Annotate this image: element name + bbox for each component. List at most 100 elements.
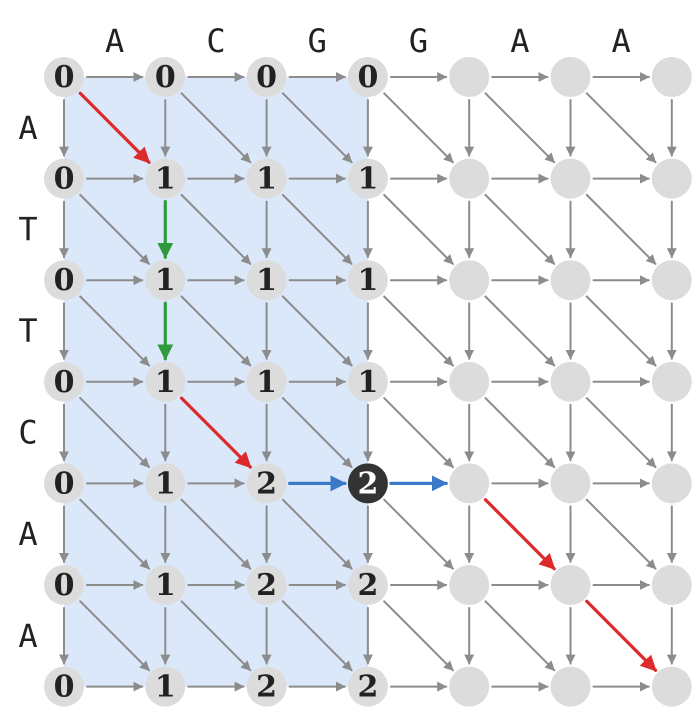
- grid-node: 1: [347, 260, 388, 301]
- grid-node: [449, 463, 490, 504]
- top-sequence-letter: G: [409, 22, 428, 60]
- grid-edge: [585, 397, 657, 469]
- path-edge: [483, 498, 556, 571]
- node-value: 1: [155, 568, 176, 603]
- node-value: 1: [256, 365, 277, 400]
- grid-node: 1: [145, 361, 186, 402]
- grid-node: 1: [145, 666, 186, 707]
- node-value: 0: [54, 263, 75, 298]
- grid-edge: [79, 295, 151, 367]
- side-sequence-letter: A: [18, 617, 37, 655]
- grid-node: 1: [145, 565, 186, 605]
- grid-edge: [383, 600, 454, 672]
- grid-edge: [383, 92, 454, 164]
- grid-node: 1: [246, 361, 287, 402]
- grid-node: 0: [145, 57, 186, 97]
- grid-node: 1: [347, 361, 388, 402]
- node-value: 0: [54, 162, 75, 197]
- grid-node: [449, 565, 490, 605]
- grid-node: 1: [246, 158, 287, 199]
- node-value: 0: [54, 365, 75, 400]
- grid-edge: [180, 193, 252, 265]
- grid-node: 0: [44, 260, 84, 301]
- grid-node: [651, 361, 692, 402]
- node-value: 2: [256, 670, 277, 705]
- node-value: 2: [357, 670, 378, 705]
- grid-node: [449, 260, 490, 301]
- grid-node: [651, 57, 692, 97]
- grid-edge: [180, 600, 252, 672]
- node-value: 1: [155, 670, 176, 705]
- side-sequence-letter: T: [18, 312, 37, 350]
- node-value: 0: [256, 60, 277, 95]
- node-value: 2: [357, 466, 378, 501]
- top-sequence-letter: A: [612, 22, 631, 60]
- grid-edge: [281, 193, 353, 265]
- top-sequence-letter: G: [308, 22, 327, 60]
- top-sequence-letter: A: [510, 22, 529, 60]
- grid-node: 0: [246, 57, 287, 97]
- grid-node: [651, 463, 692, 504]
- node-value: 0: [54, 568, 75, 603]
- grid-edge: [585, 295, 657, 367]
- grid-edge: [383, 193, 454, 265]
- grid-edge: [484, 295, 556, 367]
- node-value: 1: [256, 162, 277, 197]
- grid-edge: [484, 193, 556, 265]
- grid-node: [449, 57, 490, 97]
- grid-edge: [585, 498, 657, 570]
- grid-node: 1: [145, 260, 186, 301]
- grid-edge: [79, 600, 151, 672]
- node-value: 0: [357, 60, 378, 95]
- grid-node: [550, 57, 591, 97]
- grid-node: 2: [347, 666, 388, 707]
- side-sequence-letter: T: [18, 210, 37, 248]
- node-value: 0: [54, 60, 75, 95]
- grid-node: 1: [145, 158, 186, 199]
- grid-node: 0: [347, 57, 388, 97]
- grid-node: [449, 158, 490, 199]
- grid-node: [449, 666, 490, 707]
- node-value: 2: [357, 568, 378, 603]
- grid-node: 1: [347, 158, 388, 199]
- grid-edge: [281, 600, 353, 672]
- node-value: 1: [357, 365, 378, 400]
- grid-node: [550, 260, 591, 301]
- grid-edge: [383, 397, 454, 469]
- highlighted-node: 2: [347, 463, 388, 504]
- grid-edge: [484, 600, 556, 672]
- grid-edge: [585, 92, 657, 164]
- grid-edge: [281, 397, 353, 469]
- path-edge: [585, 599, 658, 672]
- grid-edge: [180, 295, 252, 367]
- grid-node: 0: [44, 463, 84, 504]
- node-value: 1: [357, 162, 378, 197]
- grid-node: [651, 260, 692, 301]
- node-value: 0: [54, 670, 75, 705]
- grid-edge: [79, 397, 151, 469]
- grid-node: [550, 666, 591, 707]
- node-value: 1: [155, 466, 176, 501]
- node-value: 2: [256, 466, 277, 501]
- grid-node: [550, 565, 591, 605]
- grid-edge: [484, 92, 556, 164]
- grid-node: [651, 666, 692, 707]
- grid-node: 2: [246, 565, 287, 605]
- grid-node: 2: [347, 565, 388, 605]
- side-sequence-letter: C: [18, 414, 37, 452]
- grid-node: [449, 361, 490, 402]
- grid-edge: [180, 498, 252, 570]
- node-value: 1: [256, 263, 277, 298]
- grid-node: [651, 565, 692, 605]
- grid-node: 0: [44, 565, 84, 605]
- side-sequence-letter: A: [18, 109, 37, 147]
- grid-edge: [383, 498, 454, 570]
- node-value: 0: [54, 466, 75, 501]
- node-value: 1: [155, 162, 176, 197]
- grid-edge: [281, 92, 353, 164]
- path-edge: [78, 91, 151, 164]
- grid-edge: [79, 498, 151, 570]
- grid-node: 2: [246, 463, 287, 504]
- side-sequence-letter: A: [18, 515, 37, 553]
